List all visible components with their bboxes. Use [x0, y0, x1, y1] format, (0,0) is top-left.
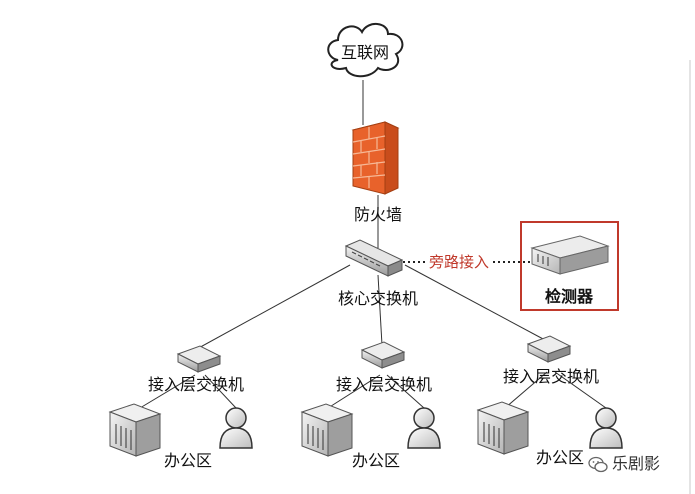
access-switch-2-icon	[360, 341, 406, 369]
server-icon-1	[108, 403, 162, 457]
link-access1-server	[139, 374, 196, 409]
right-edge-border	[689, 60, 691, 494]
bypass-label: 旁路接入	[426, 252, 493, 272]
link-core-access-1	[194, 264, 351, 351]
server-icon-2	[300, 403, 354, 457]
link-core-access-3	[404, 264, 546, 341]
internet-label: 互联网	[340, 43, 390, 62]
user-icon-2	[407, 407, 441, 449]
server-icon-3	[476, 401, 530, 455]
detector-highlight-box	[520, 221, 619, 311]
office-3-label: 办公区	[535, 448, 585, 467]
wechat-icon	[588, 456, 608, 472]
brick-wall-icon	[351, 121, 400, 195]
watermark: 乐剧影	[588, 450, 660, 474]
firewall-label: 防火墙	[353, 205, 403, 224]
access-switch-1-icon	[176, 345, 222, 373]
link-access3-server	[504, 371, 548, 409]
connection-lines	[139, 80, 607, 409]
link-access3-user	[554, 371, 607, 409]
detector-label: 检测器	[544, 287, 594, 306]
user-icon-1	[219, 407, 253, 449]
access-switch-1-label: 接入层交换机	[147, 375, 245, 394]
link-access2-server	[327, 374, 381, 409]
cloud-icon	[327, 23, 404, 78]
access-switch-2-label: 接入层交换机	[335, 375, 433, 394]
link-access2-user	[386, 374, 425, 409]
link-access1-user	[204, 374, 237, 409]
office-2-label: 办公区	[351, 451, 401, 470]
switch-icon	[344, 239, 404, 277]
rack-device-icon	[530, 235, 610, 275]
user-icon-3	[589, 407, 623, 449]
core-switch-label: 核心交换机	[337, 289, 419, 308]
access-switch-3-label: 接入层交换机	[502, 367, 600, 386]
access-switch-3-icon	[526, 335, 572, 363]
watermark-text: 乐剧影	[612, 454, 661, 473]
office-1-label: 办公区	[163, 451, 213, 470]
link-core-access-2	[377, 274, 383, 346]
